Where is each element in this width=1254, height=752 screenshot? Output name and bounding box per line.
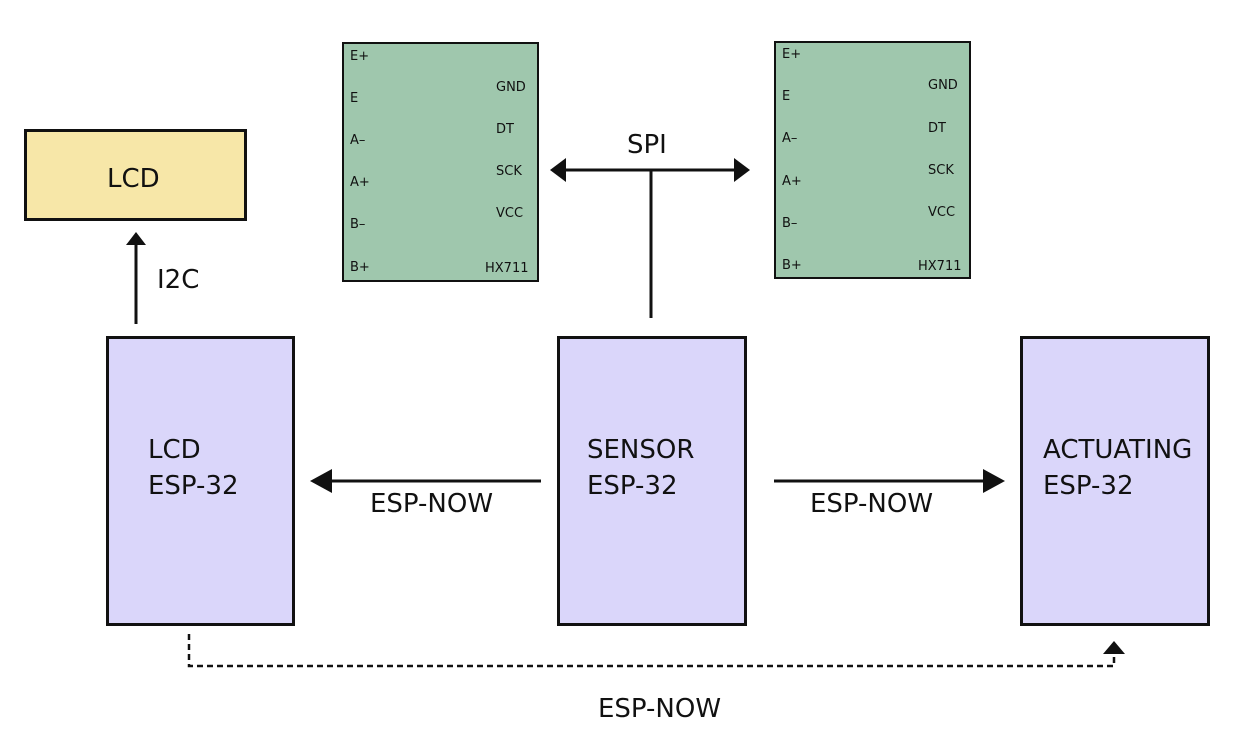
sensor-esp32-label: SENSOR ESP-32 <box>587 432 694 504</box>
hx711-right-pin-a-minus: A– <box>782 131 798 146</box>
hx711-right-pin-sck: SCK <box>928 163 954 178</box>
hx711-left-pin-e-plus: E+ <box>350 49 370 64</box>
hx711-left-model-label: HX711 <box>485 261 529 276</box>
hx711-left-pin-dt: DT <box>496 122 514 137</box>
spi-arrowhead-right <box>734 158 750 182</box>
hx711-left-pin-b-minus: B– <box>350 217 366 232</box>
i2c-arrowhead <box>126 232 146 245</box>
hx711-left-pin-gnd: GND <box>496 80 526 95</box>
hx711-right-pin-e: E <box>782 89 791 104</box>
hx711-left-pin-a-plus: A+ <box>350 175 370 190</box>
espnow-dashed-line <box>187 634 1116 668</box>
spi-label: SPI <box>627 130 667 160</box>
actuating-esp32-label-line2: ESP-32 <box>1043 471 1134 501</box>
hx711-left-pin-sck: SCK <box>496 164 522 179</box>
hx711-right-pin-dt: DT <box>928 121 946 136</box>
espnow-left-label: ESP-NOW <box>370 489 494 519</box>
hx711-left-pin-a-minus: A– <box>350 133 366 148</box>
espnow-right-arrowhead <box>983 469 1005 493</box>
sensor-esp32-label-line1: SENSOR <box>587 435 695 465</box>
hx711-right-pin-b-minus: B– <box>782 216 798 231</box>
espnow-right-label: ESP-NOW <box>810 489 934 519</box>
lcd-display-box <box>24 129 247 221</box>
hx711-left-pin-e: E <box>350 91 359 106</box>
actuating-esp32-box <box>1020 336 1210 626</box>
spi-arrowhead-left <box>550 158 566 182</box>
espnow-left-arrowhead <box>310 469 332 493</box>
hx711-right-pin-gnd: GND <box>928 78 958 93</box>
lcd-esp32-label: LCD ESP-32 <box>148 432 239 504</box>
hx711-right-pin-e-plus: E+ <box>782 47 802 62</box>
actuating-esp32-label-line1: ACTUATING <box>1043 435 1193 465</box>
hx711-module-right <box>774 41 971 279</box>
sensor-esp32-box <box>557 336 747 626</box>
hx711-left-pin-vcc: VCC <box>496 206 524 221</box>
lcd-esp32-box <box>106 336 295 626</box>
lcd-esp32-label-line1: LCD <box>148 435 201 465</box>
lcd-esp32-label-line2: ESP-32 <box>148 471 239 501</box>
hx711-right-pin-vcc: VCC <box>928 205 956 220</box>
lcd-display-label: LCD <box>107 164 160 194</box>
hx711-module-left <box>342 42 539 282</box>
hx711-right-pin-a-plus: A+ <box>782 174 802 189</box>
hx711-right-pin-b-plus: B+ <box>782 258 802 273</box>
espnow-bottom-label: ESP-NOW <box>598 694 722 724</box>
i2c-label: I2C <box>157 265 200 295</box>
hx711-left-pin-b-plus: B+ <box>350 260 370 275</box>
espnow-dashed-arrowhead <box>1103 641 1125 654</box>
sensor-esp32-label-line2: ESP-32 <box>587 471 678 501</box>
hx711-right-model-label: HX711 <box>918 259 962 274</box>
actuating-esp32-label: ACTUATING ESP-32 <box>1043 432 1192 504</box>
